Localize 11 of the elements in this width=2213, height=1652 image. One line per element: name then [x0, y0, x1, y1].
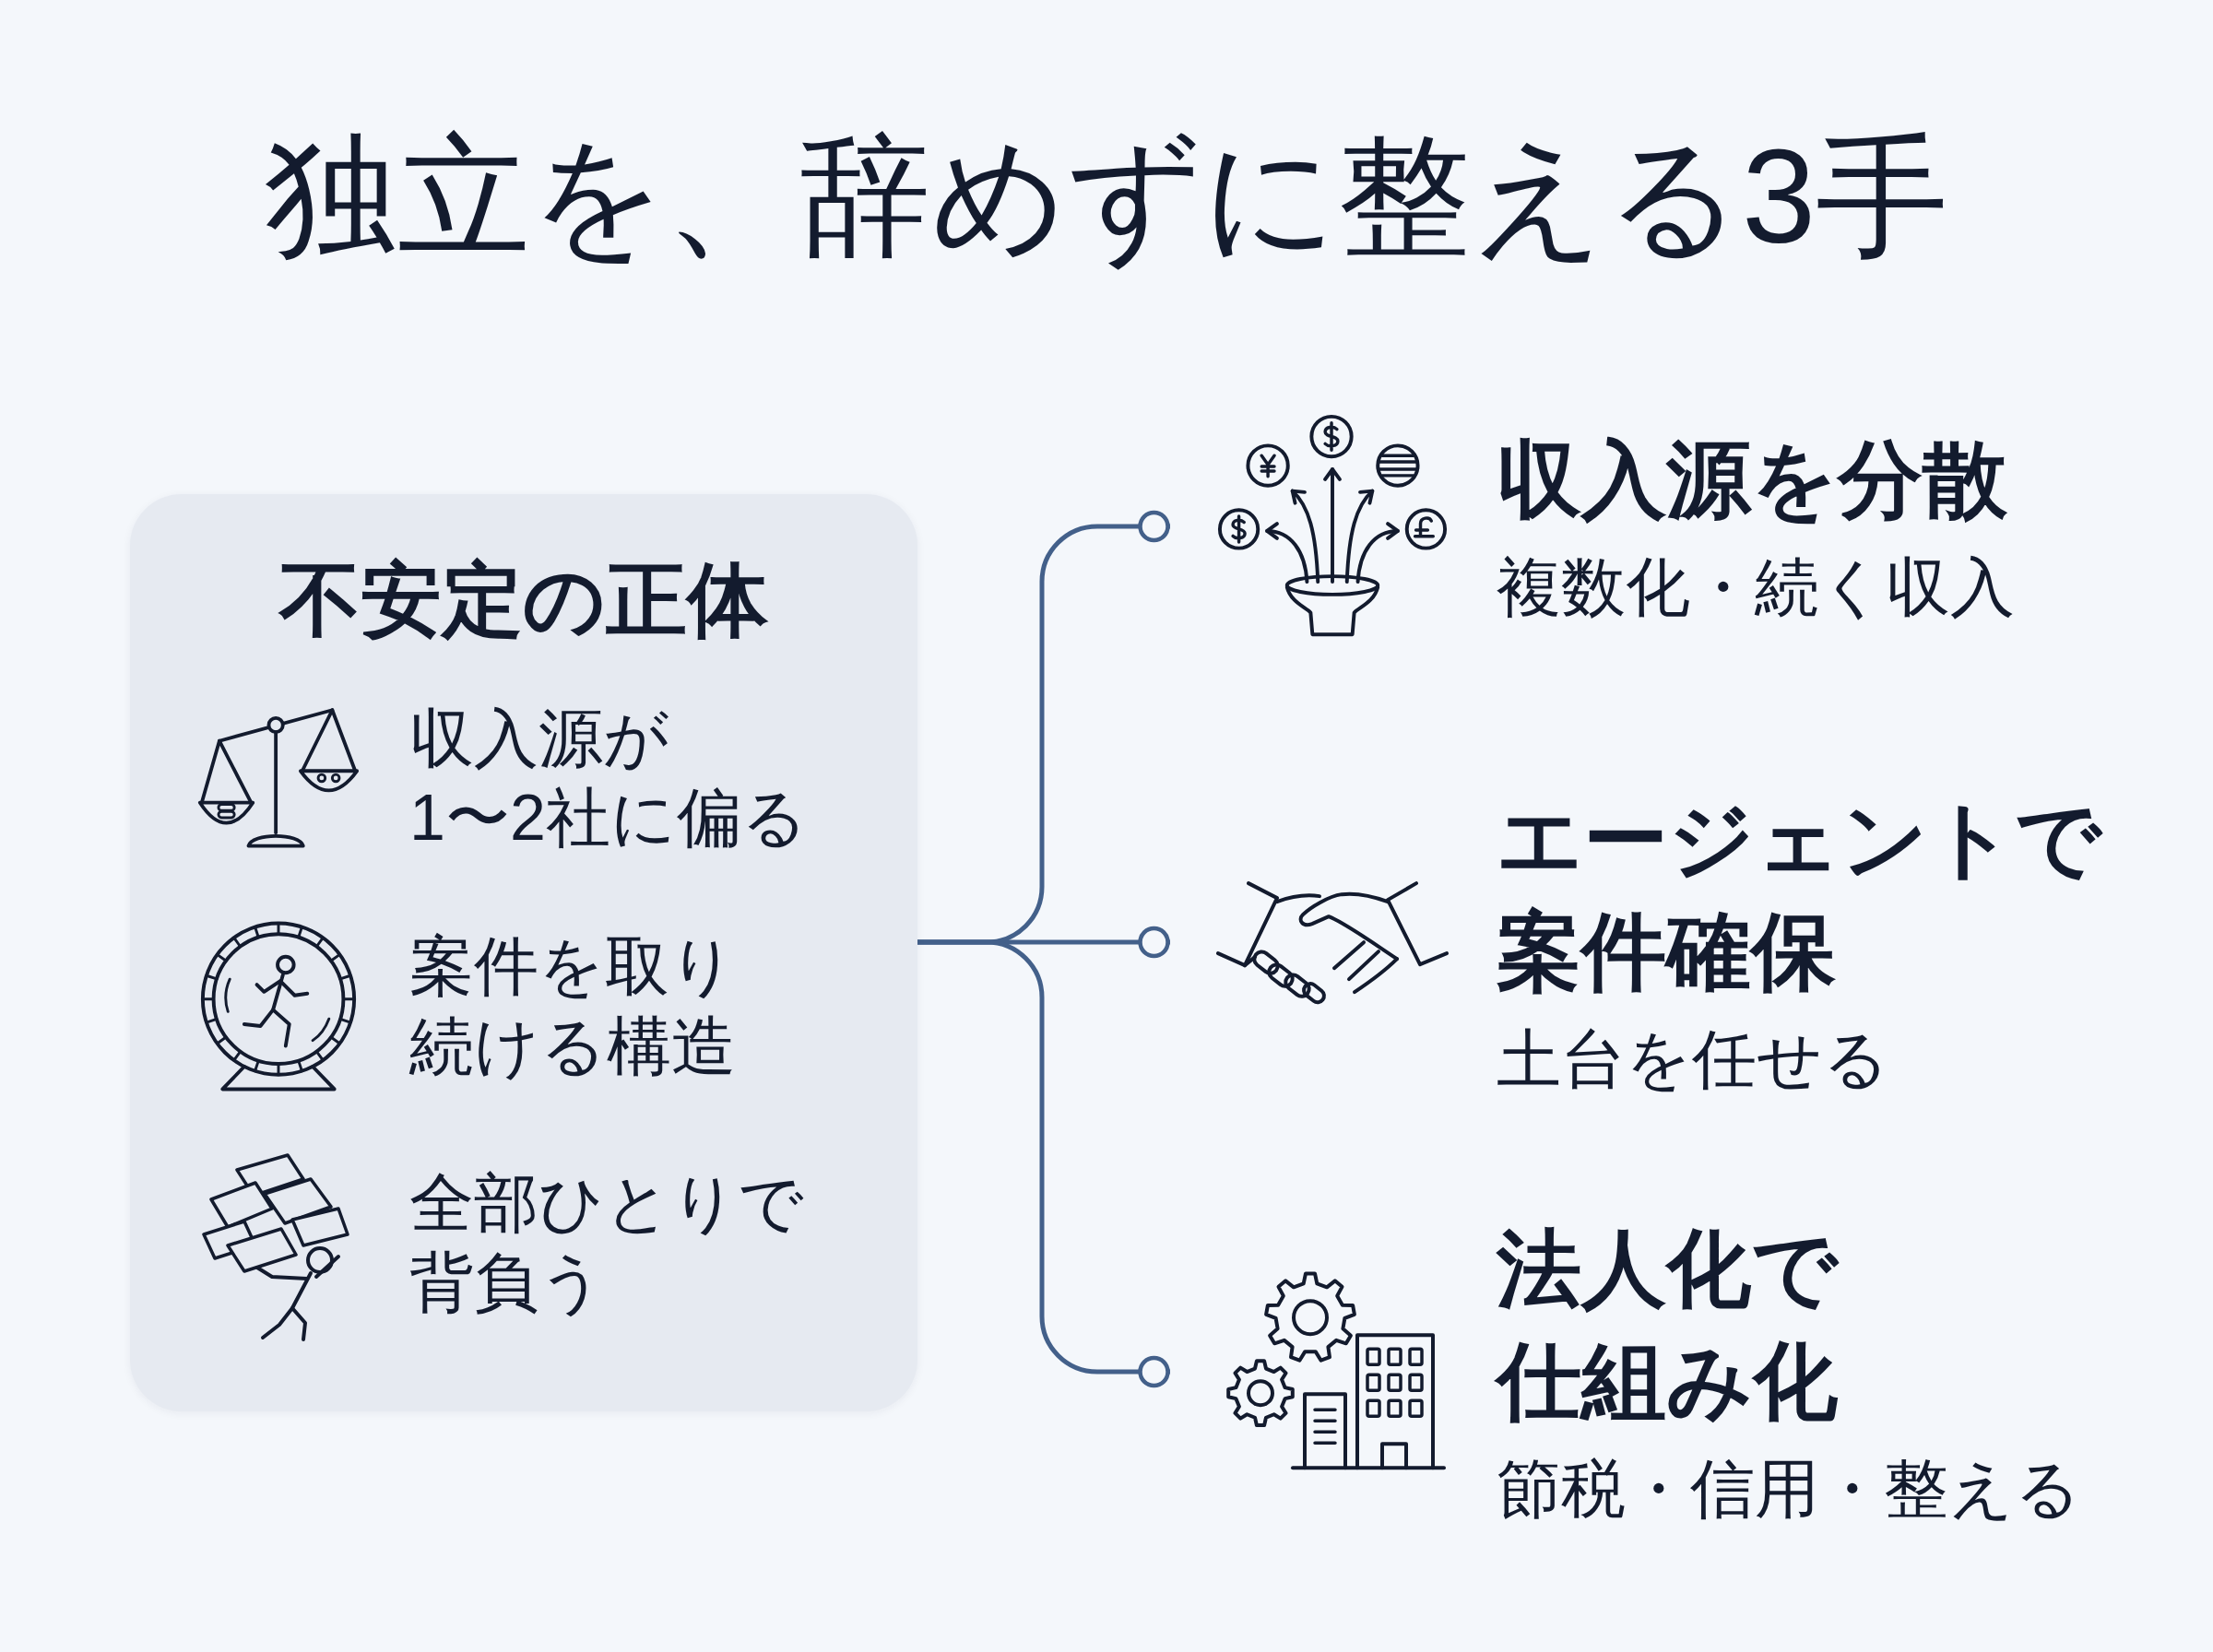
- solution-heading: エージェントで案件確保: [1497, 791, 2104, 1001]
- problem-text: 案件を取り続ける構造: [409, 928, 737, 1083]
- solution-heading: 収入源を分散: [1497, 431, 2007, 529]
- title: 独立を、辞めずに整える3手: [264, 122, 1949, 273]
- panel-heading: 不安定の正体: [279, 553, 768, 648]
- panel: [130, 494, 917, 1411]
- solution-subtitle: 複数化・続く収入: [1497, 549, 2015, 625]
- connector-line: [917, 939, 1170, 1388]
- solution-subtitle: 土台を任せる: [1497, 1021, 1889, 1097]
- problem-text: 全部ひとりで背負う: [409, 1165, 805, 1320]
- solution-subtitle: 節税・信用・整える: [1497, 1451, 2081, 1527]
